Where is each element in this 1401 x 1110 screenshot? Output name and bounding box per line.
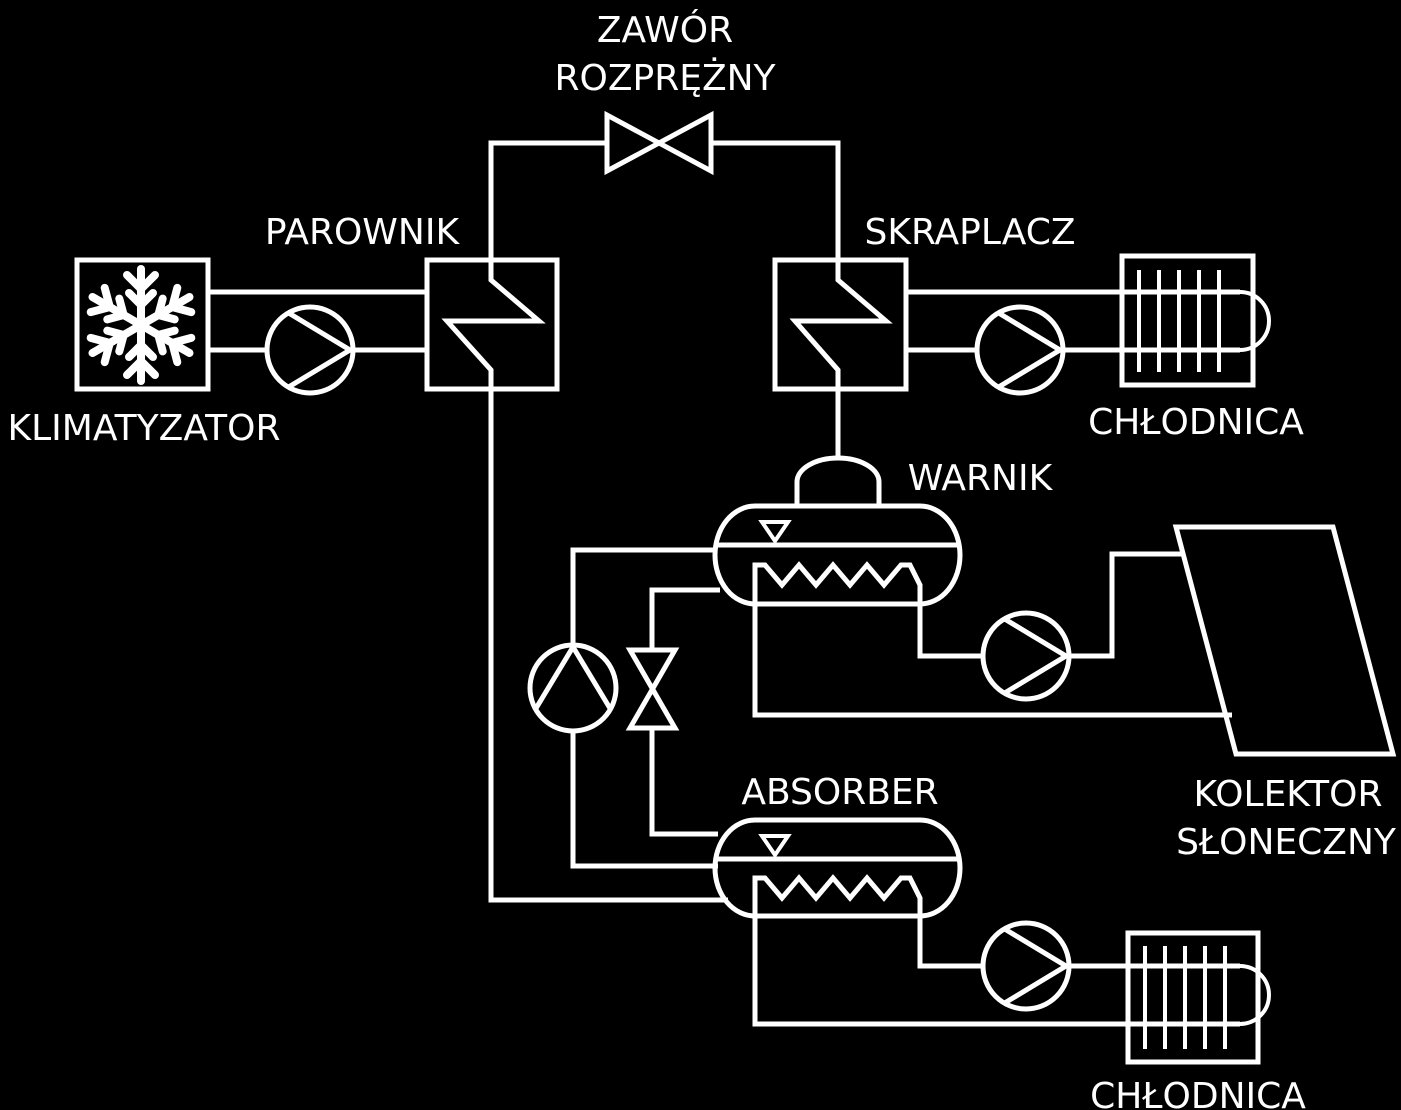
cooler-bottom-label: CHŁODNICA (1090, 1076, 1306, 1110)
generator-unit (712, 455, 963, 607)
ac-pump-icon (264, 304, 356, 396)
generator-label: WARNIK (908, 458, 1054, 499)
solar-collector-label-line1: KOLEKTOR (1194, 774, 1383, 815)
weak-solution-line-lower (649, 728, 718, 837)
condenser-pump-icon (974, 304, 1066, 396)
condenser-unit (772, 257, 909, 392)
evaporator-unit (424, 257, 560, 392)
expansion-valve-label-line2: ROZPRĘŻNY (554, 57, 776, 99)
solution-valve-icon (625, 647, 680, 731)
weak-solution-line (649, 587, 720, 650)
air-conditioner-unit (74, 257, 211, 392)
refrigerant-line-top-left (488, 140, 607, 260)
air-conditioner-label: KLIMATYZATOR (8, 408, 281, 449)
absorber-unit (712, 817, 963, 919)
absorber-vapour-line (488, 389, 728, 903)
cooler-bottom-unit (1125, 930, 1271, 1065)
absorber-cooling-return-line (752, 916, 1240, 1027)
solar-supply-line-right (1069, 551, 1182, 659)
condenser-label: SKRAPLACZ (864, 212, 1075, 253)
solar-collector-panel (1172, 524, 1397, 757)
solar-pump-icon (980, 610, 1072, 702)
absorber-label: ABSORBER (741, 772, 938, 813)
cooler-top-unit (1119, 253, 1271, 388)
strong-solution-line (570, 547, 716, 643)
expansion-valve-icon (604, 110, 714, 176)
absorber-pump-icon (980, 920, 1072, 1012)
solar-collector-label-line2: SŁONECZNY (1176, 822, 1397, 863)
solution-pump-icon (527, 642, 619, 734)
expansion-valve-label-line1: ZAWÓR (597, 9, 733, 51)
solar-supply-line (917, 604, 983, 659)
cooler-top-label: CHŁODNICA (1088, 402, 1304, 443)
absorber-cooling-supply-line (917, 916, 983, 969)
refrigerant-line-top-right (711, 140, 841, 260)
snowflake-icon (86, 265, 197, 381)
strong-solution-line-lower (570, 732, 718, 869)
evaporator-label: PAROWNIK (265, 212, 461, 253)
solar-return-line (752, 604, 1232, 718)
